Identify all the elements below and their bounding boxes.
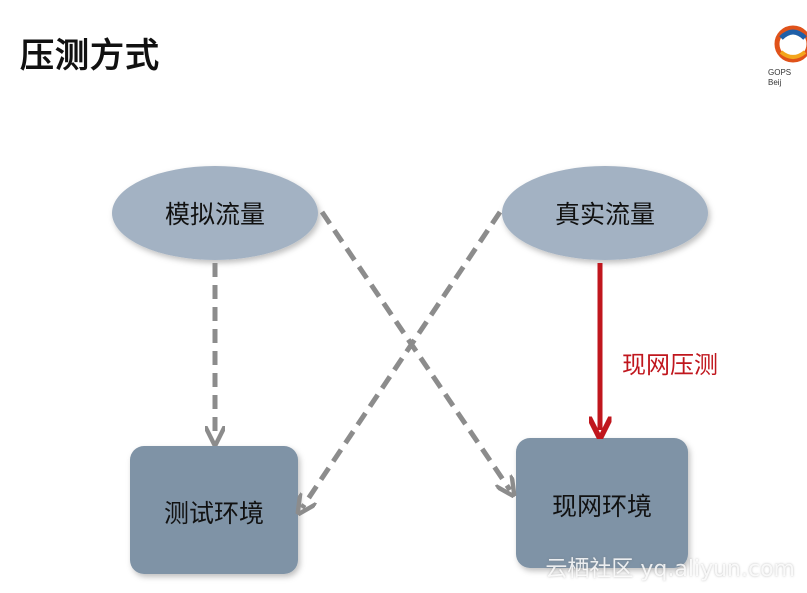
- watermark: 云栖社区 yq.aliyun.com: [545, 557, 795, 582]
- arrow-simulated-to-prod: [319, 210, 510, 490]
- prod-env-node: [516, 438, 688, 568]
- test-env-node: [130, 446, 298, 574]
- real-traffic-node: [502, 166, 708, 260]
- logo-swirl-icon: [774, 25, 807, 63]
- prod-stress-label: 现网压测: [622, 351, 718, 379]
- prod-env-label: 现网环境: [551, 492, 653, 521]
- simulated-traffic-node: [112, 166, 318, 260]
- test-env-label: 测试环境: [163, 499, 265, 528]
- logo-text-line1: GOPS: [768, 68, 792, 77]
- logo-text-line2: Beij: [768, 78, 782, 87]
- real-traffic-label: 真实流量: [554, 200, 656, 229]
- gops-logo: GOPS Beij: [767, 18, 807, 96]
- slide-title: 压测方式: [20, 36, 160, 76]
- simulated-traffic-label: 模拟流量: [164, 200, 266, 229]
- arrow-real-to-test: [302, 210, 503, 508]
